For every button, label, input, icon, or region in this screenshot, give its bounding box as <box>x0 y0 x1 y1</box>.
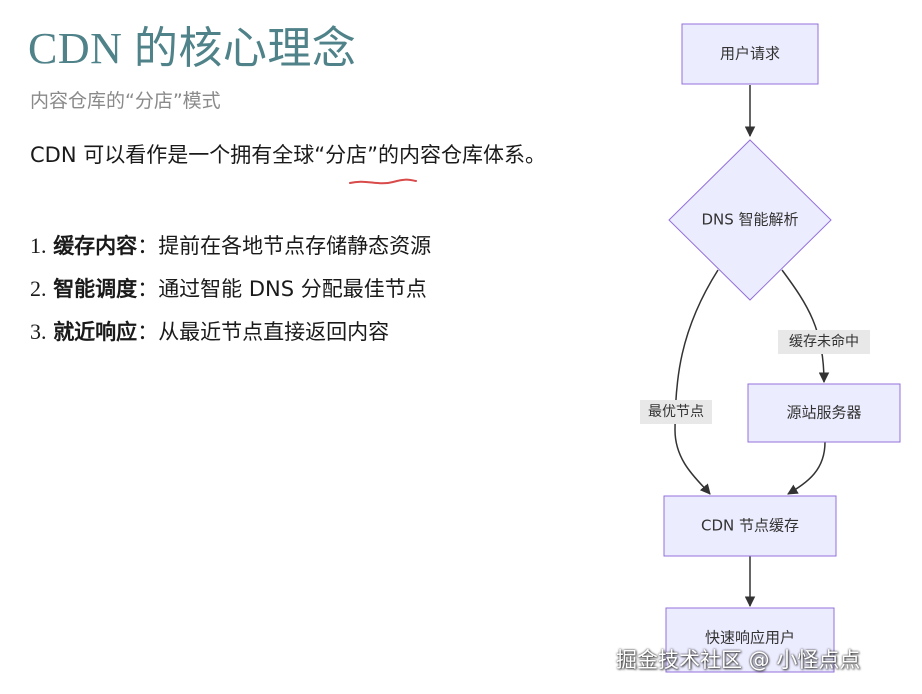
node-label: DNS 智能解析 <box>701 211 798 229</box>
node-origin-server: 源站服务器 <box>747 383 901 443</box>
intro-paragraph: CDN 可以看作是一个拥有全球“分店”的内容仓库体系。 <box>30 143 546 167</box>
item-separator: ： <box>137 234 159 258</box>
slide-title: CDN 的核心理念 <box>28 24 357 73</box>
node-label: CDN 节点缓存 <box>701 517 799 535</box>
node-label: 用户请求 <box>720 45 780 63</box>
edge-label-cache-miss: 缓存未命中 <box>778 330 870 354</box>
list-item: 3. 就近响应：从最近节点直接返回内容 <box>30 316 431 359</box>
item-separator: ： <box>137 320 159 344</box>
item-number: 2. <box>30 276 47 301</box>
item-keyword: 智能调度 <box>53 277 138 301</box>
item-number: 3. <box>30 319 47 344</box>
item-keyword: 就近响应 <box>53 320 138 344</box>
edge-dns-to-origin <box>781 269 830 384</box>
node-user-request: 用户请求 <box>681 23 819 85</box>
node-label: 快速响应用户 <box>705 629 795 647</box>
item-keyword: 缓存内容 <box>53 234 138 258</box>
list-item: 2. 智能调度：通过智能 DNS 分配最佳节点 <box>30 273 431 316</box>
slide-subtitle: 内容仓库的“分店”模式 <box>30 90 221 112</box>
item-number: 1. <box>30 233 47 258</box>
list-item: 1. 缓存内容：提前在各地节点存储静态资源 <box>30 230 431 273</box>
edge-origin-to-cache <box>787 441 826 495</box>
item-separator: ： <box>137 277 159 301</box>
edge-label: 最优节点 <box>648 404 704 420</box>
item-text: 通过智能 DNS 分配最佳节点 <box>158 277 427 301</box>
key-points-list: 1. 缓存内容：提前在各地节点存储静态资源 2. 智能调度：通过智能 DNS 分… <box>30 230 431 359</box>
handwritten-underline <box>349 178 417 185</box>
edge-label: 缓存未命中 <box>789 333 859 350</box>
item-text: 提前在各地节点存储静态资源 <box>158 234 432 258</box>
node-fast-response: 快速响应用户 <box>665 607 835 673</box>
edge-label-best-node: 最优节点 <box>640 400 712 424</box>
cdn-flowchart: 用户请求 DNS 智能解析 缓存未命中 最优节点 源站服务器 CDN 节点缓存 … <box>640 23 901 673</box>
watermark: 掘金技术社区 @ 小怪点点 <box>616 648 861 672</box>
node-dns-resolution: DNS 智能解析 <box>668 139 832 301</box>
edge-dns-to-cache <box>674 269 719 495</box>
item-text: 从最近节点直接返回内容 <box>158 320 390 344</box>
node-cdn-cache: CDN 节点缓存 <box>663 495 837 557</box>
node-label: 源站服务器 <box>786 404 861 422</box>
